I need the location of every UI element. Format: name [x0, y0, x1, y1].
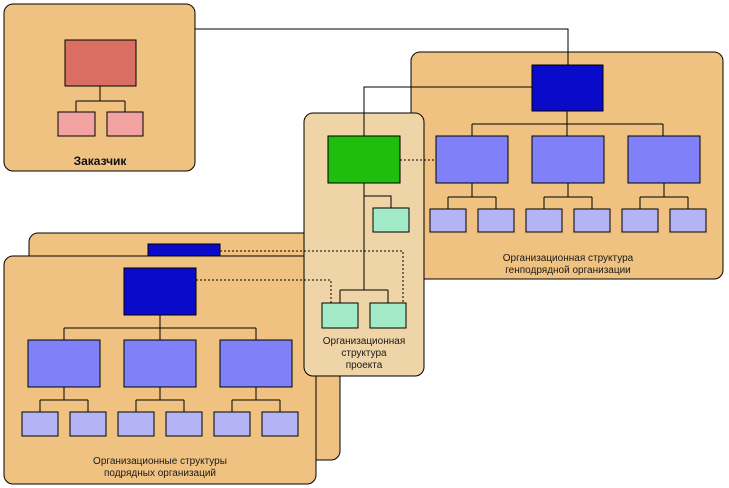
gc-label-line1: Организационная структура: [503, 253, 634, 264]
sub-mid-box-3: [219, 339, 293, 388]
gc-leaf-box-1: [429, 208, 467, 233]
dotted-link-front-sub: [196, 279, 332, 303]
sub-leaf-box-4: [165, 411, 203, 437]
project-panel: Организационная структура проекта: [303, 112, 425, 377]
project-side-box: [372, 207, 410, 233]
sub-mid-box-2: [123, 339, 197, 388]
gc-tree-lines-level1: [471, 111, 664, 136]
sub-leaf-box-2: [69, 411, 107, 437]
gc-leaf-box-3: [525, 208, 563, 233]
subcontractor-panel-front: Организационные структуры подрядных орга…: [3, 255, 317, 485]
sub-leaf-box-1: [21, 411, 59, 437]
gc-leaf-box-6: [669, 208, 707, 233]
customer-label: Заказчик: [74, 154, 128, 168]
general-contractor-panel: Организационная структура генподрядной о…: [410, 51, 724, 280]
gc-label-line2: генподрядной организации: [505, 265, 631, 276]
project-tree-lines: [339, 183, 392, 303]
gc-leaf-box-2: [477, 208, 515, 233]
customer-panel: Заказчик: [3, 3, 196, 172]
sub-tree-lines-level1: [63, 315, 257, 340]
connector-customer-to-gc: [195, 28, 569, 65]
sub-label-line2: подрядных организаций: [104, 468, 216, 479]
sub-label-line1: Организационные структуры: [93, 456, 227, 467]
gc-top-box: [531, 64, 604, 112]
project-leaf-box-left: [321, 302, 359, 329]
project-label-line3: проекта: [346, 360, 383, 371]
gc-mid-box-1: [435, 135, 509, 184]
gc-mid-box-3: [627, 135, 701, 184]
gc-mid-box-2: [531, 135, 605, 184]
sub-tree-lines-level2: [39, 387, 281, 412]
project-leaf-box-right: [369, 302, 407, 329]
gc-tree-lines-level2: [447, 183, 689, 209]
sub-top-box: [123, 267, 197, 316]
customer-sub-box-right: [106, 111, 144, 137]
sub-leaf-box-3: [117, 411, 155, 437]
project-label-line1: Организационная: [323, 336, 405, 347]
gc-leaf-box-5: [621, 208, 659, 233]
sub-leaf-box-6: [261, 411, 299, 437]
gc-leaf-box-4: [573, 208, 611, 233]
customer-top-box: [64, 39, 137, 87]
back-top-box: [147, 243, 221, 257]
project-label-line2: структура: [341, 348, 387, 359]
customer-tree-lines: [75, 86, 126, 112]
sub-leaf-box-5: [213, 411, 251, 437]
customer-sub-box-left: [57, 111, 96, 137]
connector-gc-to-project: [363, 86, 532, 136]
dotted-link-back-sub: [220, 250, 404, 303]
sub-mid-box-1: [27, 339, 101, 388]
project-top-box: [327, 135, 401, 184]
